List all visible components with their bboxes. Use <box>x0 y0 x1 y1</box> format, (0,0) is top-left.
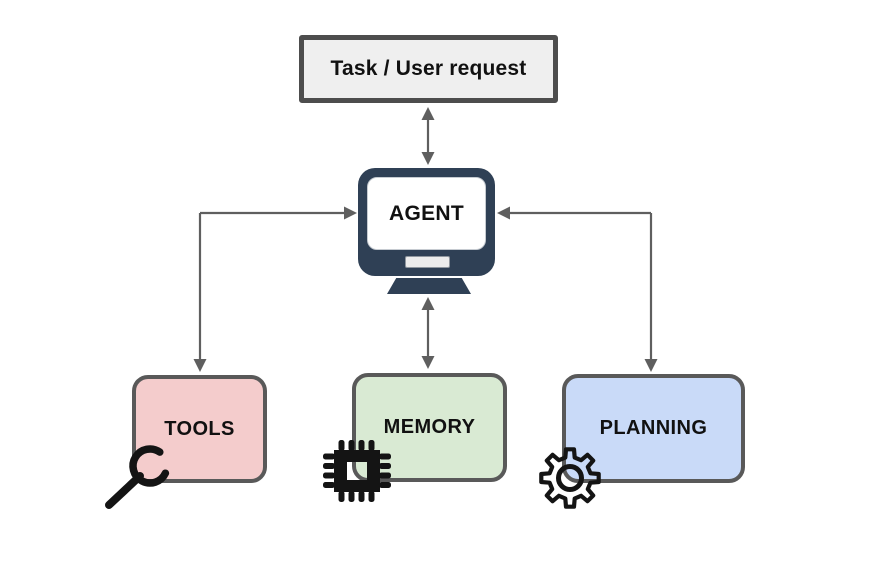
monitor-screen: AGENT <box>367 177 486 250</box>
monitor-stand <box>387 278 471 294</box>
arrow-agent-planning <box>497 206 658 372</box>
arrowhead-down <box>421 356 435 369</box>
agent-label: AGENT <box>389 201 464 225</box>
arrow-agent-memory <box>421 297 435 369</box>
arrowhead-right <box>344 206 357 220</box>
arrowhead-down <box>644 359 658 372</box>
monitor-button <box>405 256 450 268</box>
tools-label: TOOLS <box>164 417 235 440</box>
arrow-task-agent <box>421 107 435 165</box>
chip-icon <box>323 440 391 502</box>
arrowhead-down <box>421 152 435 165</box>
task-user-request-node: Task / User request <box>299 35 558 103</box>
wrench-icon <box>105 445 170 509</box>
arrowhead-left <box>497 206 510 220</box>
planning-label: PLANNING <box>599 417 708 439</box>
task-user-request-label: Task / User request <box>330 57 527 80</box>
arrow-agent-tools <box>193 206 357 372</box>
arrowhead-up <box>421 297 435 310</box>
arrowhead-down <box>193 359 207 372</box>
arrowhead-up <box>421 107 435 120</box>
tools-node: TOOLS <box>132 375 267 483</box>
memory-label: MEMORY <box>383 416 476 438</box>
gear-icon <box>539 447 601 509</box>
planning-node: PLANNING <box>562 374 745 483</box>
